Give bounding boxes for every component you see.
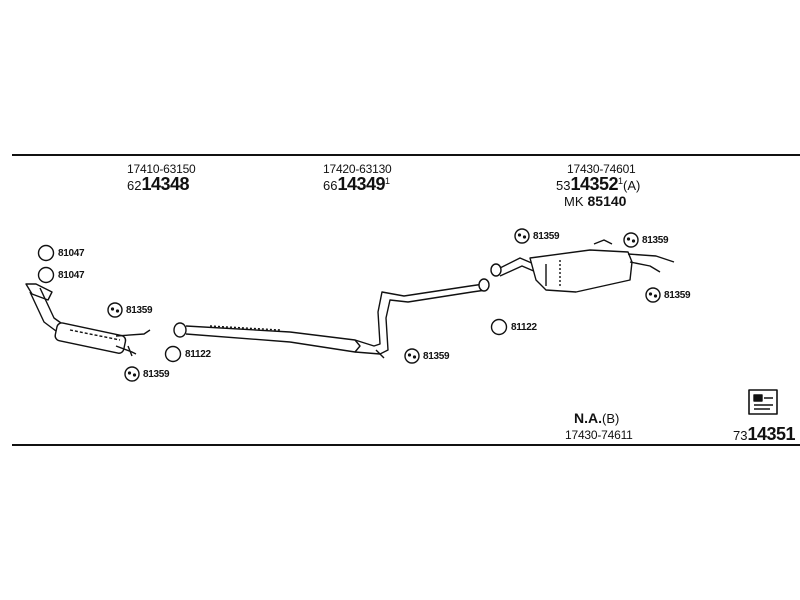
hanger-icon <box>623 232 639 248</box>
mount-81359-center: 81359 <box>404 348 450 364</box>
mount-81047-lower: 81047 <box>37 266 85 284</box>
bottom-rule <box>12 444 800 446</box>
mount-81047-upper: 81047 <box>37 244 85 262</box>
mount-81122-center: 81122 <box>490 318 537 336</box>
hanger-icon <box>124 366 140 382</box>
mount-81359-lower-front: 81359 <box>124 366 170 382</box>
oe-number-front-pipe: 17410-63150 <box>127 162 196 176</box>
part-number-front-pipe: 6214348 <box>127 174 190 194</box>
mount-81122-front: 81122 <box>164 345 211 363</box>
catalog-icon <box>748 389 778 415</box>
oe-number-rear-muffler: 17430-74601 <box>567 162 636 176</box>
alt-part-oe-number: 17430-74611 <box>565 428 633 442</box>
part-number-center-pipe: 66143491 <box>323 174 391 194</box>
hanger-icon <box>107 302 123 318</box>
ring-icon <box>164 345 182 363</box>
ring-icon <box>37 244 55 262</box>
part-number-rear-muffler: 53143521(A) <box>556 174 641 194</box>
mount-81359-rear-right-top: 81359 <box>623 232 669 248</box>
catalog-number: 7314351 <box>733 424 796 444</box>
mount-81359-rear-left: 81359 <box>514 228 560 244</box>
alt-part-note: N.A.(B) <box>574 410 620 426</box>
mount-81359-rear-right-bottom: 81359 <box>645 287 691 303</box>
ring-icon <box>37 266 55 284</box>
center-pipe-drawing <box>173 278 490 359</box>
hanger-icon <box>514 228 530 244</box>
top-rule <box>12 154 800 156</box>
ring-icon <box>490 318 508 336</box>
front-pipe-drawing <box>25 283 151 357</box>
hanger-icon <box>645 287 661 303</box>
hanger-icon <box>404 348 420 364</box>
rear-muffler-drawing <box>490 239 675 293</box>
oe-number-center-pipe: 17420-63130 <box>323 162 392 176</box>
mount-81359-front: 81359 <box>107 302 153 318</box>
